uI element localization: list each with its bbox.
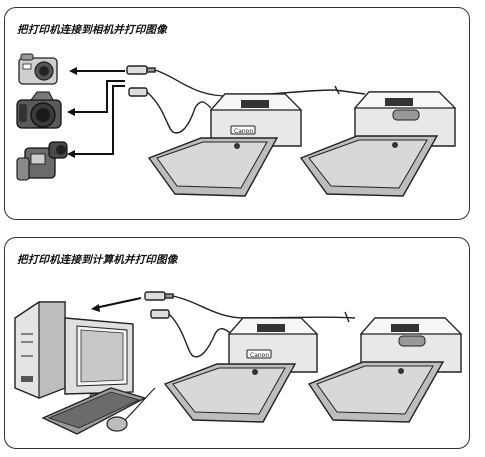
mouse-icon	[106, 387, 156, 432]
panel-caption-camera: 把打印机连接到相机并打印图像	[17, 24, 167, 36]
camera-connection-panel: 把打印机连接到相机并打印图像	[4, 7, 470, 220]
printer-two	[307, 317, 463, 423]
computer-icon	[14, 301, 134, 407]
connection-arrow	[91, 297, 142, 312]
printer-one-brand: Canon	[250, 352, 269, 359]
printer-two	[299, 91, 457, 197]
usb-cable	[144, 291, 356, 358]
camcorder-icon	[16, 141, 68, 181]
printer-one: Canon	[163, 317, 319, 423]
printer-one-brand: Canon	[234, 128, 253, 135]
connection-arrows	[67, 67, 125, 158]
printer-one: Canon	[147, 93, 303, 197]
camera-connection-illustration: Canon	[16, 53, 457, 197]
computer-connection-panel: 把打印机连接到计算机并打印图像	[4, 237, 470, 449]
panel-caption-computer: 把打印机连接到计算机并打印图像	[17, 254, 178, 266]
keyboard-icon	[41, 387, 147, 435]
slr-camera-icon	[16, 91, 62, 129]
compact-camera-icon	[18, 53, 58, 85]
computer-connection-illustration: Canon	[14, 291, 463, 435]
